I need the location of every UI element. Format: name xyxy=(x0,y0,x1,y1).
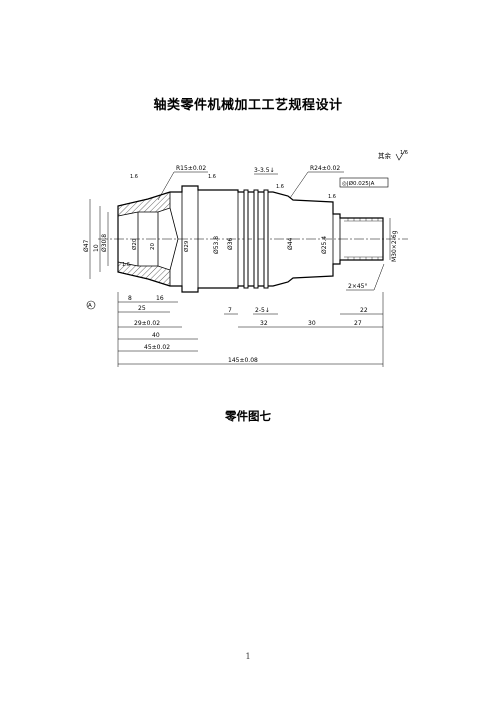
dim-25: 25 xyxy=(138,305,146,312)
page-number: 1 xyxy=(245,652,251,661)
document-title: 轴类零件机械加工工艺规程设计 xyxy=(153,98,343,113)
callout-groove-width: 2-5↓ xyxy=(255,307,270,314)
roughness-note: 其余 xyxy=(378,151,392,160)
dim-10: 10 xyxy=(93,244,100,252)
dim-20: 20 xyxy=(150,243,156,250)
roughness-value: 1.6 xyxy=(130,174,138,180)
roughness-value: 1.6 xyxy=(122,262,130,268)
callout-concentricity: ◎|Ø0.025|A xyxy=(342,180,375,187)
dim-thread: M30×2-6g xyxy=(391,230,398,262)
dim-d30-8: Ø30.8 xyxy=(101,234,108,252)
concentricity-frame xyxy=(339,177,389,188)
callout-r24: R24±0.02 xyxy=(310,165,340,172)
dim-d29: Ø29 xyxy=(183,240,190,252)
dim-d36: Ø36 xyxy=(227,237,234,250)
callout-grooves: 3-3.5↓ xyxy=(254,167,275,174)
dim-d20: Ø20 xyxy=(131,238,138,250)
dim-d44: Ø44 xyxy=(287,237,294,250)
dim-d47: Ø47 xyxy=(83,239,90,252)
groove-set xyxy=(243,189,269,289)
dim-27: 27 xyxy=(354,320,362,327)
dim-22: 22 xyxy=(360,307,368,314)
dim-29: 29±0.02 xyxy=(134,320,160,327)
dim-32: 32 xyxy=(260,320,268,327)
section-hatch-lower xyxy=(117,261,171,287)
roughness-value: 1.6 xyxy=(328,194,336,200)
dim-chamfer: 2×45° xyxy=(348,283,367,290)
dim-d25-4: Ø25.4 xyxy=(321,236,328,254)
roughness-value: 1.6 xyxy=(276,184,284,190)
roughness-icon xyxy=(395,149,406,161)
thread-lines xyxy=(344,218,383,260)
part-drawing: 其余 1.6 R15±0.02 3-3.5↓ R24±0.02 ◎|Ø0.025… xyxy=(78,142,418,372)
datum-a-label: A xyxy=(88,303,92,309)
dim-145: 145±0.08 xyxy=(228,357,258,364)
callout-r15: R15±0.02 xyxy=(176,165,206,172)
roughness-value: 1.6 xyxy=(400,150,408,156)
bottom-dimension-lines xyxy=(117,292,384,367)
dim-d53-8: Ø53.8 xyxy=(213,236,220,254)
roughness-value: 1.6 xyxy=(208,174,216,180)
figure-caption: 零件图七 xyxy=(225,409,271,423)
technical-drawing-svg: 其余 1.6 R15±0.02 3-3.5↓ R24±0.02 ◎|Ø0.025… xyxy=(83,149,408,367)
dim-45: 45±0.02 xyxy=(144,344,170,351)
section-hatch-upper xyxy=(117,191,171,217)
dim-7: 7 xyxy=(228,307,232,314)
dim-30: 30 xyxy=(308,320,316,327)
dim-40: 40 xyxy=(152,332,160,339)
left-dimensions xyxy=(89,199,109,279)
datum-a-marker xyxy=(86,300,96,310)
dim-8: 8 xyxy=(128,295,132,302)
bore-cone xyxy=(169,207,179,271)
dim-16: 16 xyxy=(156,295,164,302)
